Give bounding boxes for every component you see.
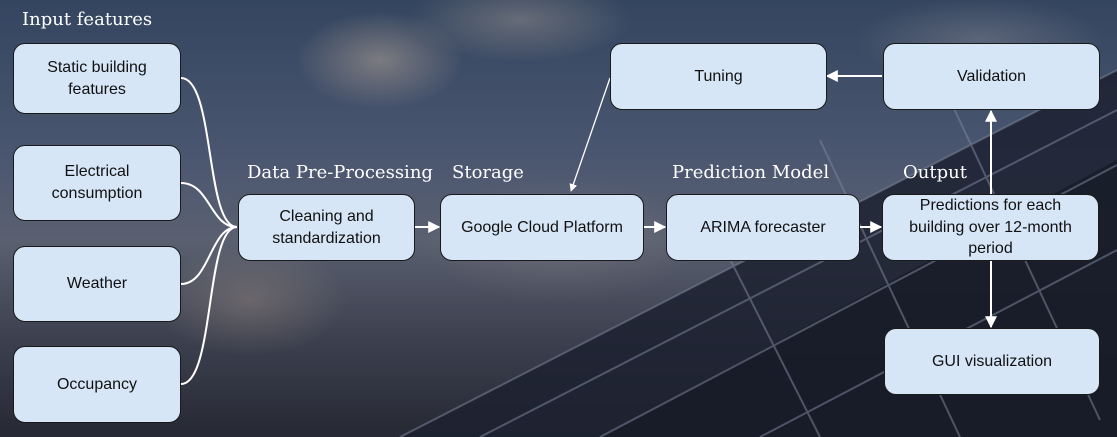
connector-static-to-cleaning [180, 77, 238, 228]
prediction-model-label: Prediction Model [672, 162, 830, 183]
connector-electrical-to-cleaning [180, 182, 238, 228]
input-features-label: Input features [22, 9, 153, 30]
arrow-tuning-to-gcp [569, 77, 611, 192]
tuning-node: Tuning [610, 43, 827, 110]
input-static-building-features: Static building features [13, 43, 181, 114]
input-electrical-consumption: Electrical consumption [13, 145, 181, 221]
input-occupancy: Occupancy [13, 346, 181, 423]
arima-node: ARIMA forecaster [666, 194, 860, 261]
storage-label: Storage [452, 162, 524, 183]
output-label: Output [903, 162, 967, 183]
input-weather: Weather [13, 246, 181, 322]
connector-occupancy-to-cleaning [180, 226, 238, 385]
gui-visualization-node: GUI visualization [884, 328, 1100, 395]
gcp-node: Google Cloud Platform [440, 194, 644, 261]
validation-node: Validation [883, 43, 1100, 110]
cleaning-node: Cleaning and standardization [238, 194, 415, 261]
connector-weather-to-cleaning [180, 226, 238, 285]
predictions-node: Predictions for each building over 12-mo… [882, 194, 1099, 261]
data-preprocessing-label: Data Pre-Processing [247, 162, 433, 183]
